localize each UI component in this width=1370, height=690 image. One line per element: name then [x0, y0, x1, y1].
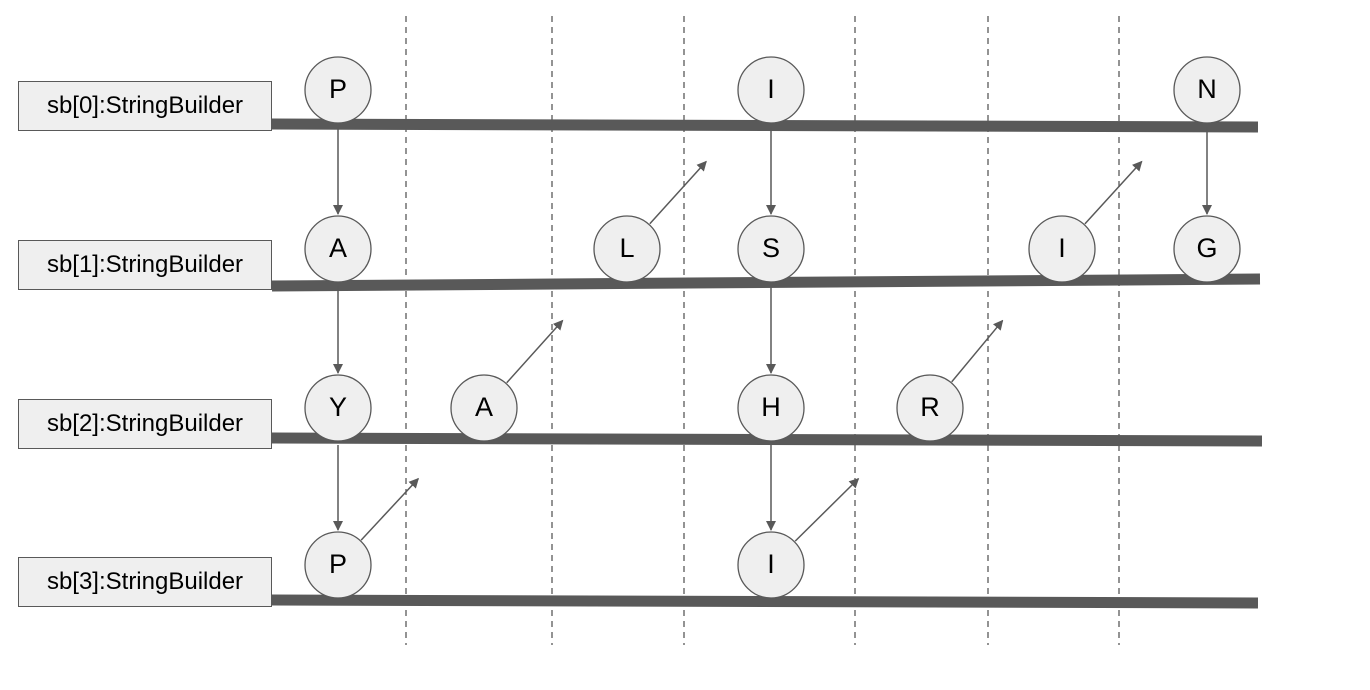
- node-letter: L: [619, 233, 634, 263]
- node-circle: [304, 56, 372, 124]
- node-circle: [737, 215, 805, 283]
- edge-arrow: [360, 477, 419, 541]
- row-rails: [271, 118, 1263, 609]
- node-letter: G: [1196, 233, 1217, 263]
- row-label-sb3: sb[3]:StringBuilder: [18, 557, 272, 607]
- row-label-sb2: sb[2]:StringBuilder: [18, 399, 272, 449]
- node-circle: [737, 56, 805, 124]
- node-circle: [304, 215, 372, 283]
- node-i: I: [737, 531, 805, 599]
- node-s: S: [737, 215, 805, 283]
- node-circle: [737, 374, 805, 442]
- edge-arrow: [951, 319, 1004, 383]
- node-circle: [450, 374, 518, 442]
- rail-sb3: [271, 594, 1259, 609]
- node-circle: [1173, 215, 1241, 283]
- node-y: Y: [304, 374, 372, 442]
- node-g: G: [1173, 215, 1241, 283]
- node-p: P: [304, 56, 372, 124]
- node-circle: [1028, 215, 1096, 283]
- node-i: I: [1028, 215, 1096, 283]
- node-r: R: [896, 374, 964, 442]
- node-letter: A: [475, 392, 493, 422]
- node-circle: [1173, 56, 1241, 124]
- node-letter: Y: [329, 392, 347, 422]
- nodes: P A Y P A L I S H I R I N G: [304, 56, 1241, 599]
- edge-arrow: [1084, 160, 1143, 225]
- node-a: A: [450, 374, 518, 442]
- edges: [333, 127, 1212, 542]
- node-letter: P: [329, 74, 347, 104]
- edge-arrow: [649, 160, 707, 225]
- node-p: P: [304, 531, 372, 599]
- node-letter: H: [761, 392, 781, 422]
- node-a: A: [304, 215, 372, 283]
- node-circle: [593, 215, 661, 283]
- node-letter: P: [329, 549, 347, 579]
- node-letter: I: [767, 74, 775, 104]
- rail-sb0: [271, 118, 1259, 133]
- node-letter: S: [762, 233, 780, 263]
- node-circle: [896, 374, 964, 442]
- edge-arrow: [794, 477, 860, 542]
- node-letter: R: [920, 392, 940, 422]
- node-circle: [737, 531, 805, 599]
- node-i: I: [737, 56, 805, 124]
- row-label-sb1: sb[1]:StringBuilder: [18, 240, 272, 290]
- node-n: N: [1173, 56, 1241, 124]
- node-letter: I: [767, 549, 775, 579]
- node-h: H: [737, 374, 805, 442]
- node-letter: I: [1058, 233, 1066, 263]
- rail-sb1: [271, 273, 1261, 292]
- node-letter: A: [329, 233, 347, 263]
- node-circle: [304, 531, 372, 599]
- node-letter: N: [1197, 74, 1217, 104]
- node-l: L: [593, 215, 661, 283]
- edge-arrow: [506, 319, 564, 384]
- node-circle: [304, 374, 372, 442]
- row-label-sb0: sb[0]:StringBuilder: [18, 81, 272, 131]
